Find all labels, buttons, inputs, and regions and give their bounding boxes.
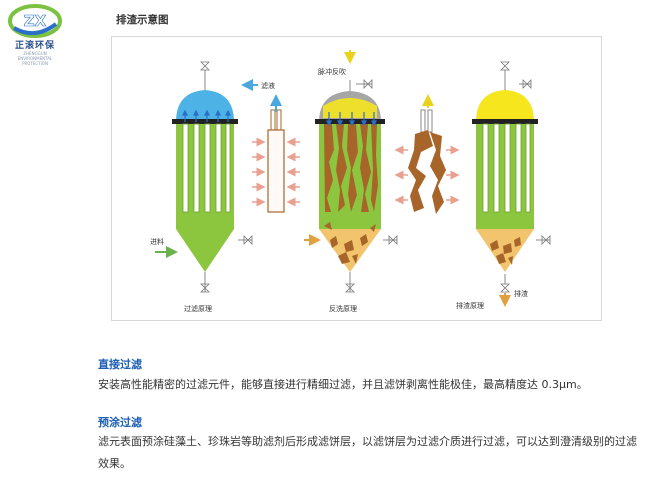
label-feed: 进料 <box>150 237 164 246</box>
label-discharge: 排渣 <box>514 289 528 298</box>
page-title: 排渣示意图 <box>116 14 169 26</box>
backwash-element-detail <box>394 94 460 214</box>
filter-cake <box>324 124 378 264</box>
section-body-direct-filtration: 安装高性能精密的过滤元件，能够直接进行精细过滤，并且滤饼剥离性能极佳，最高精度达… <box>98 378 588 391</box>
logo-mark-text: ZX <box>24 12 47 30</box>
zx-logo-icon: ZX <box>8 4 62 38</box>
section-body-precoat-filtration: 滤元表面预涂硅藻土、珍珠岩等助滤剂后形成滤饼层，以滤饼层为过滤介质进行过滤，可以… <box>98 435 637 470</box>
discharge-diagram: 滤液 进料 过滤原理 脉冲反吹 <box>150 50 551 313</box>
caption-filter: 过滤原理 <box>184 304 212 313</box>
section-title-direct-filtration: 直接过滤 <box>98 358 142 371</box>
diagram-frame <box>111 36 602 321</box>
discharge-vessel: 排渣 排渣原理 <box>456 61 551 310</box>
company-logo: ZX 正滚环保 ZHENGGUN ENVIRONMENTAL PROTECTIO… <box>6 4 64 66</box>
label-filtrate: 滤液 <box>261 81 275 90</box>
filter-vessel: 滤液 进料 过滤原理 <box>150 61 275 313</box>
filter-elements <box>182 123 231 213</box>
logo-subtitle: ZHENGGUN ENVIRONMENTAL PROTECTION <box>17 51 53 66</box>
logo-text: 正滚环保 <box>14 41 55 51</box>
caption-backwash: 反洗原理 <box>329 304 357 313</box>
valve-icon <box>200 61 210 71</box>
label-pulse: 脉冲反吹 <box>318 67 346 76</box>
backwash-vessel: 脉冲反吹 <box>304 50 398 313</box>
caption-discharge: 排渣原理 <box>456 301 484 310</box>
filter-element-detail <box>252 94 300 213</box>
clean-filter-elements <box>482 123 531 213</box>
section-title-precoat-filtration: 预涂过滤 <box>98 416 142 429</box>
